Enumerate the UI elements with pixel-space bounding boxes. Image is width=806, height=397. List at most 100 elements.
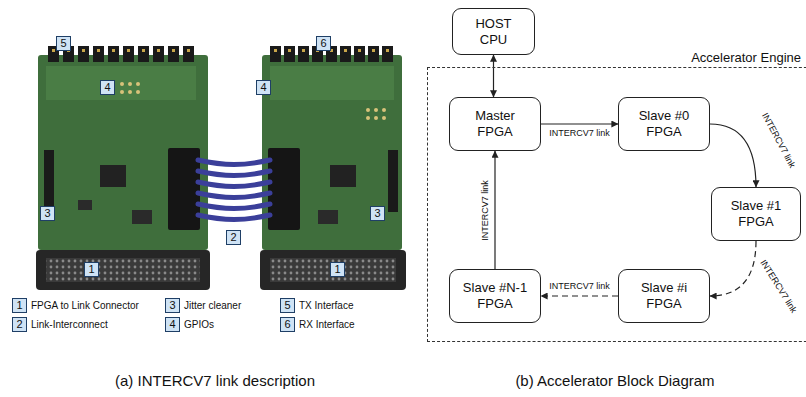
fpga-box: Slave #N-1 FPGA: [449, 269, 541, 323]
right-board-part-part: [354, 46, 365, 62]
callout-number: 4: [256, 80, 271, 95]
right-board-part-part: [302, 49, 305, 52]
fpga-box: Master FPGA: [449, 97, 541, 151]
right-board-part-part: [382, 108, 386, 112]
left-board-part-part: [52, 49, 55, 52]
callout-key-text: FPGA to Link Connector: [31, 298, 139, 313]
left-board-part: [46, 258, 200, 282]
node-label: Slave #0 FPGA: [628, 108, 700, 139]
link-arrow: [710, 124, 756, 187]
right-board-part: [268, 148, 300, 230]
right-board-part-part: [340, 46, 351, 62]
left-board-part: [168, 148, 200, 230]
right-board-part-part: [358, 49, 361, 52]
link-arrow: [494, 151, 495, 269]
left-board-part-part: [112, 49, 115, 52]
right-board-part-part: [382, 46, 393, 62]
link-cables: [198, 160, 270, 220]
link-label: INTERCV7 link: [549, 281, 610, 292]
callout-key-text: TX Interface: [299, 298, 353, 313]
right-board-part: [270, 66, 394, 100]
callout-number: 3: [40, 206, 55, 221]
node-label: Slave #i FPGA: [628, 280, 700, 311]
right-board-part: [270, 258, 396, 282]
link-cables-part: [198, 215, 270, 220]
link-label: INTERCV7 link: [757, 257, 798, 314]
right-board-part: [330, 165, 356, 187]
callout-number: 6: [280, 317, 295, 332]
callout-number: 4: [165, 317, 180, 332]
subfigure-caption: (a) INTERCV7 link description: [115, 372, 315, 389]
link-cables-part: [198, 193, 270, 198]
subfigure-caption: (b) Accelerator Block Diagram: [515, 372, 714, 389]
callout-number: 2: [12, 317, 27, 332]
right-board-part-part: [274, 49, 277, 52]
left-board-part-part: [93, 46, 104, 62]
right-board-part-part: [344, 49, 347, 52]
callout-number: 1: [330, 262, 345, 277]
callout-number: 4: [100, 80, 115, 95]
link-label: INTERCV7 link: [549, 128, 610, 139]
link-label: INTERCV7 link: [480, 180, 491, 241]
right-board-part-part: [382, 116, 386, 120]
right-board-part-part: [386, 49, 389, 52]
left-board: [36, 46, 210, 290]
left-board-part-part: [138, 46, 149, 62]
node-label: HOST CPU: [468, 16, 520, 47]
left-board-part-part: [136, 90, 140, 94]
callout-number: 3: [165, 298, 180, 313]
callout-number: 5: [280, 298, 295, 313]
right-board-part-part: [374, 116, 378, 120]
right-board-part: [262, 55, 402, 250]
left-board-part-part: [127, 49, 130, 52]
callout-key-text: Link-Interconnect: [31, 317, 108, 332]
left-board-part: [38, 55, 208, 250]
link-cables-part: [198, 171, 270, 176]
left-board-part-part: [120, 82, 124, 86]
right-board-part: [388, 150, 398, 212]
callout-key-text: Jitter cleaner: [184, 298, 241, 313]
left-board-part-part: [142, 49, 145, 52]
callout-number: 3: [370, 206, 385, 221]
left-board-part: [100, 165, 126, 187]
right-board-part-part: [366, 116, 370, 120]
left-board-part-part: [187, 49, 190, 52]
callout-key-text: RX Interface: [299, 317, 355, 332]
boundary-label: Accelerator Engine: [691, 50, 801, 65]
left-board-part: [132, 210, 152, 224]
link-arrow: [541, 295, 618, 296]
right-board-part-part: [368, 46, 379, 62]
left-board-part: [44, 150, 54, 212]
callout-number: 1: [84, 262, 99, 277]
node-label: Slave #N-1 FPGA: [459, 280, 531, 311]
left-board-part: [36, 250, 210, 290]
right-board-part-part: [288, 49, 291, 52]
right-board-part: [260, 250, 406, 290]
callout-number: 5: [56, 36, 71, 51]
left-board-part-part: [120, 90, 124, 94]
link-label: INTERCV7 link: [759, 111, 797, 170]
right-board-part: [270, 46, 393, 62]
link-cables-part: [198, 160, 270, 165]
left-board-part: [120, 82, 140, 94]
host-box: HOST CPU: [452, 8, 535, 55]
callout-key-text: GPIOs: [184, 317, 214, 332]
left-board-part: [46, 66, 196, 100]
left-board-part-part: [128, 82, 132, 86]
left-board-part: [78, 200, 92, 210]
callout-number: 2: [226, 230, 241, 245]
fpga-box: Slave #0 FPGA: [618, 97, 710, 151]
link-arrow: [541, 123, 618, 124]
right-board-part-part: [298, 46, 309, 62]
callout-number: 6: [316, 36, 331, 51]
left-board-part-part: [172, 49, 175, 52]
node-label: Master FPGA: [459, 108, 531, 139]
left-board-part-part: [157, 49, 160, 52]
left-board-part-part: [153, 46, 164, 62]
right-board-part: [318, 210, 338, 224]
left-board-part: [52, 49, 190, 52]
left-board-part-part: [123, 46, 134, 62]
left-board-part-part: [183, 46, 194, 62]
right-board-part-part: [366, 108, 370, 112]
